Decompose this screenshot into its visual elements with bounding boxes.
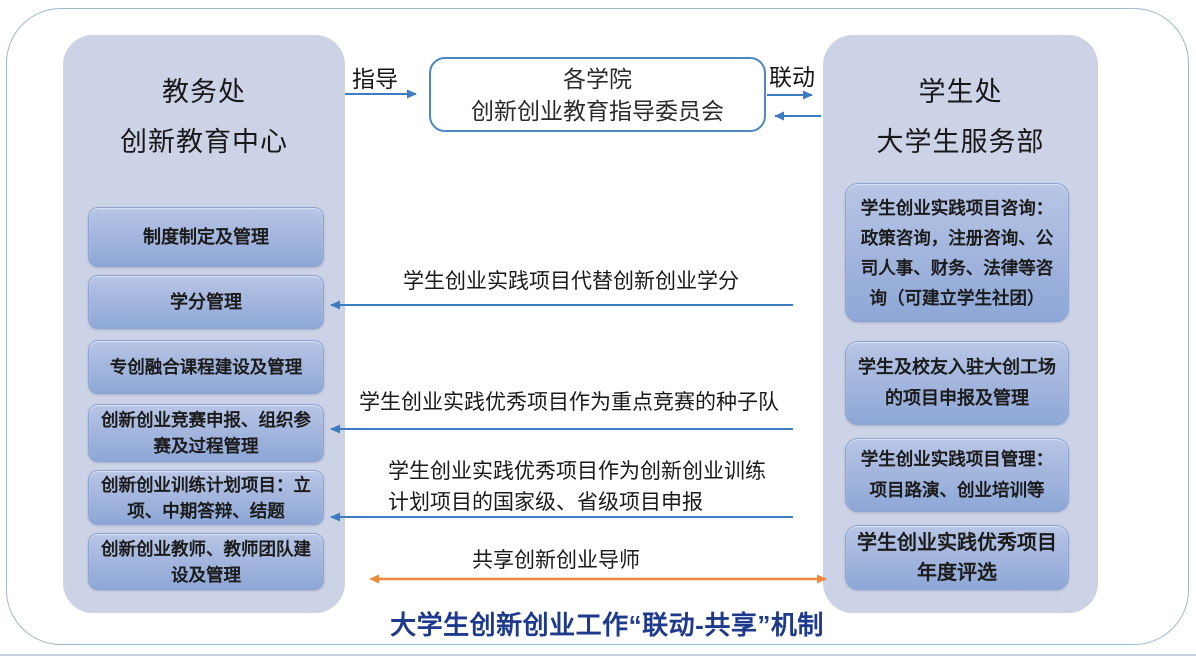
flow-label-shared-mentors: 共享创新创业导师 <box>472 549 640 572</box>
left-panel-title-line1: 教务处 <box>162 77 246 107</box>
bottom-edge-line <box>0 654 1196 656</box>
footer-title: 大学生创新创业工作“联动-共享”机制 <box>390 610 824 640</box>
right-box-incubator-application: 学生及校友入驻大创工场 的项目申报及管理 <box>845 341 1069 425</box>
right-panel-title-line2: 大学生服务部 <box>876 127 1045 157</box>
left-panel-title-line2: 创新教育中心 <box>120 127 288 157</box>
left-box-teacher-team: 创新创业教师、教师团队建 设及管理 <box>88 533 324 590</box>
guide-arrow-label: 指导 <box>352 66 398 92</box>
right-box-project-consulting: 学生创业实践项目咨询： 政策咨询，注册咨询、公 司人事、财务、法律等咨 询（可建… <box>845 183 1069 322</box>
committee-box-line2: 创新创业教育指导委员会 <box>471 97 724 124</box>
right-panel: 学生处 大学生服务部 学生创业实践项目咨询： 政策咨询，注册咨询、公 司人事、财… <box>823 35 1098 613</box>
committee-box-line1: 各学院 <box>563 65 632 92</box>
linkage-arrow-label: 联动 <box>769 64 815 90</box>
flow-label-credit-substitution: 学生创业实践项目代替创新创业学分 <box>403 270 739 293</box>
right-panel-title-line1: 学生处 <box>918 77 1003 107</box>
left-panel: 教务处 创新教育中心 制度制定及管理 学分管理 专创融合课程建设及管理 创新创业… <box>63 35 345 613</box>
flow-label-national-provincial-application: 学生创业实践优秀项目作为创新创业训练 计划项目的国家级、省级项目申报 <box>388 460 766 514</box>
left-box-credit-management: 学分管理 <box>88 275 324 329</box>
right-box-project-management: 学生创业实践项目管理： 项目路演、创业培训等 <box>845 438 1069 512</box>
flow-label-seed-team: 学生创业实践优秀项目作为重点竞赛的种子队 <box>359 391 779 414</box>
left-box-system-management: 制度制定及管理 <box>88 207 324 267</box>
left-box-competition-management: 创新创业竞赛申报、组织参 赛及过程管理 <box>88 404 324 462</box>
right-box-annual-selection: 学生创业实践优秀项目 年度评选 <box>845 525 1069 590</box>
left-box-course-construction: 专创融合课程建设及管理 <box>88 340 324 394</box>
left-box-training-program: 创新创业训练计划项目：立 项、中期答辩、结题 <box>88 470 324 525</box>
committee-box: 各学院 创新创业教育指导委员会 <box>429 57 766 132</box>
